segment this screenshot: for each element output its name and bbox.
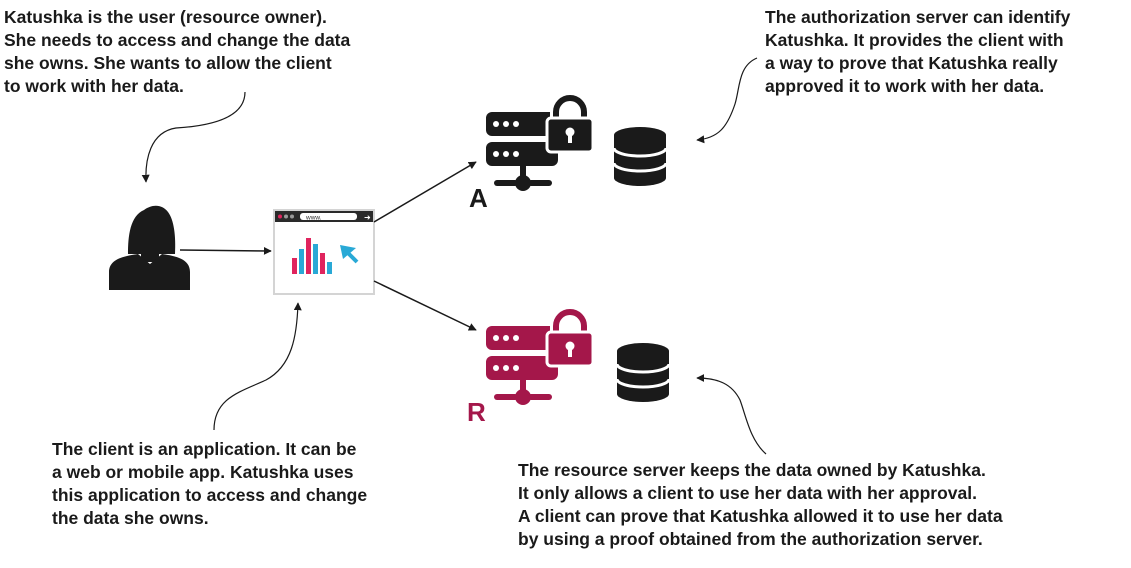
browser-window-icon: www. ➜ <box>273 209 375 295</box>
annotation-line: Katushka. It provides the client with <box>765 30 1064 50</box>
annotation-line: the data she owns. <box>52 508 209 528</box>
annotation-line: by using a proof obtained from the autho… <box>518 529 983 549</box>
annotation-line: It only allows a client to use her data … <box>518 483 977 503</box>
resource-server-annotation: The resource server keeps the data owned… <box>518 459 1003 551</box>
chart-bar <box>320 253 325 274</box>
callout-arrow-auth-server <box>696 57 758 144</box>
callout-arrow-client <box>213 302 302 431</box>
authorization-server-label: A <box>469 183 488 213</box>
authorization-server-annotation: The authorization server can identify Ka… <box>765 6 1070 98</box>
annotation-line: The client is an application. It can be <box>52 439 357 459</box>
user-annotation: Katushka is the user (resource owner). S… <box>4 6 350 98</box>
annotation-line: to work with her data. <box>4 76 184 96</box>
browser-url-text: www. <box>305 215 322 222</box>
database-icon <box>612 125 668 188</box>
client-annotation: The client is an application. It can be … <box>52 438 367 530</box>
annotation-line: A client can prove that Katushka allowed… <box>518 506 1003 526</box>
arrow-client-to-auth-server <box>373 161 477 223</box>
annotation-line: a web or mobile app. Katushka uses <box>52 462 354 482</box>
arrow-client-to-resource-server <box>373 280 477 331</box>
chart-bar <box>313 244 318 274</box>
resource-server-label: R <box>467 397 486 427</box>
lock-icon <box>545 306 595 368</box>
svg-text:➜: ➜ <box>364 213 371 222</box>
lock-icon <box>545 92 595 154</box>
chart-bar <box>299 249 304 274</box>
chart-bar <box>306 238 311 274</box>
callout-arrow-resource-server <box>696 374 767 455</box>
chart-bar <box>292 258 297 274</box>
annotation-line: a way to prove that Katushka really <box>765 53 1058 73</box>
cursor-arrow-icon <box>340 245 359 264</box>
chart-bar <box>327 262 332 274</box>
annotation-line: The authorization server can identify <box>765 7 1071 27</box>
user-silhouette-icon <box>109 205 190 290</box>
resource-server-icon <box>486 306 595 405</box>
annotation-line: she owns. She wants to allow the client <box>4 53 332 73</box>
arrow-user-to-client <box>179 246 272 255</box>
database-icon <box>615 341 671 404</box>
annotation-line: this application to access and change <box>52 485 368 505</box>
annotation-line: She needs to access and change the data <box>4 30 351 50</box>
annotation-line: The resource server keeps the data owned… <box>518 460 986 480</box>
callout-arrow-user <box>141 91 246 183</box>
annotation-line: approved it to work with her data. <box>765 76 1045 96</box>
annotation-line: Katushka is the user (resource owner). <box>4 7 327 27</box>
authorization-server-icon <box>486 92 595 191</box>
